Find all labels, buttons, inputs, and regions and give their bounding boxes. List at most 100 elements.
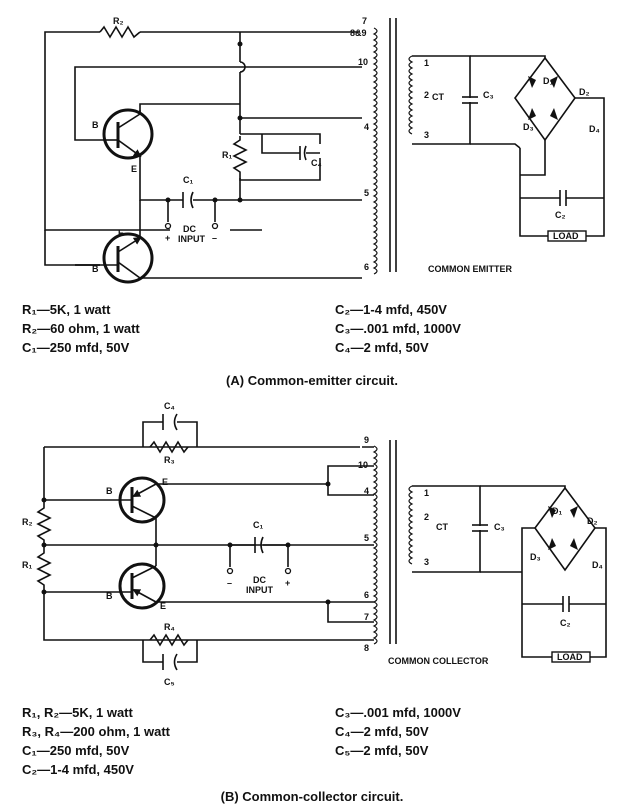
parts-list-b-right: C₃—.001 mfd, 1000V C₄—2 mfd, 50V C₅—2 mf… [335,703,461,760]
part-b-l2: C₁—250 mfd, 50V [22,743,130,758]
r4-label-b: R₄ [164,622,175,632]
d3-label-b: D₃ [530,552,541,562]
c3-capacitor-b [472,524,488,532]
parts-list-a-right: C₂—1-4 mfd, 450V C₃—.001 mfd, 1000V C₄—2… [335,300,461,357]
circuit-a: R₂ R₁ C₄ C₁ [44,16,605,284]
ct-label-b: CT [436,522,448,532]
dc-minus-b: – [227,578,232,588]
load-box-b [551,651,591,663]
part-a-r1: C₃—.001 mfd, 1000V [335,321,461,336]
r3-label-b: R₃ [164,455,175,465]
t6-label-b: 6 [364,590,369,600]
transistor-q1-b [100,476,329,545]
dc-plus-a: + [165,233,170,243]
d2-label-a: D₂ [579,87,590,97]
c4-label-b: C₄ [164,401,175,411]
s2-label-b: 2 [424,512,429,522]
s1-label-b: 1 [424,488,429,498]
part-b-l3: C₂—1-4 mfd, 450V [22,762,134,777]
t8-label-b: 8 [364,643,369,653]
c3-capacitor-a [462,96,478,104]
part-a-r2: C₄—2 mfd, 50V [335,340,429,355]
circuit-b: C₄ R₃ R₂ R₁ B E [22,401,607,687]
e1-label-b: E [162,477,168,487]
d2-label-b: D₂ [587,516,598,526]
c5-label-b: C₅ [164,677,175,687]
d4-label-b: D₄ [592,560,603,570]
transistor-q2-b [100,545,362,610]
load-label-a: LOAD [553,231,579,241]
t6-label-a: 6 [364,262,369,272]
transformer-primary-b [360,440,397,645]
t10-label-a: 10 [358,57,368,67]
t89-label-a: 8&9 [350,28,367,38]
dc-input-a-1: DC [183,224,196,234]
t4-label-b: 4 [364,486,369,496]
c1-label-b: C₁ [253,520,263,530]
d4-label-a: D₄ [589,124,600,134]
part-a-l1: R₂—60 ohm, 1 watt [22,321,140,336]
c3-label-b: C₃ [494,522,505,532]
t7-label-b: 7 [364,612,369,622]
t9-label-b: 9 [364,435,369,445]
transformer-primary-a [372,18,397,275]
b2-label-a: B [92,264,99,274]
s1-label-a: 1 [424,58,429,68]
load-box-a [547,230,587,242]
dc-input-b-2: INPUT [246,585,274,595]
r1-resistor-a [232,136,248,180]
b2-label-b: B [106,591,113,601]
part-a-r0: C₂—1-4 mfd, 450V [335,302,447,317]
e2-label-a: E [118,228,124,238]
d1-label-b: D₁ [552,506,562,516]
e1-label-a: E [131,164,137,174]
circuit-title-a: COMMON EMITTER [428,264,512,274]
parts-list-b-left: R₁, R₂—5K, 1 watt R₃, R₄—200 ohm, 1 watt… [22,703,170,779]
parts-list-a-left: R₁—5K, 1 watt R₂—60 ohm, 1 watt C₁—250 m… [22,300,140,357]
d1-label-a: D₁ [543,76,553,86]
part-b-l1: R₃, R₄—200 ohm, 1 watt [22,724,171,739]
t7-label-a: 7 [362,16,367,26]
dc-minus-a: – [212,233,217,243]
bridge-rectifier-b [480,485,607,658]
t5-label-a: 5 [364,188,369,198]
c2-capacitor-b [522,596,606,612]
load-label-b: LOAD [557,652,583,662]
t5-label-b: 5 [364,533,369,543]
r1-label-b: R₁ [22,560,32,570]
caption-b: (B) Common-collector circuit. [220,789,404,804]
part-b-l0: R₁, R₂—5K, 1 watt [22,705,133,720]
c2-label-b: C₂ [560,618,571,628]
r2-label-b: R₂ [22,517,33,527]
c1-label-a: C₁ [183,175,193,185]
s3-label-b: 3 [424,557,429,567]
s3-label-a: 3 [424,130,429,140]
dc-input-b-1: DC [253,575,266,585]
ct-label-a: CT [432,92,444,102]
part-a-l0: R₁—5K, 1 watt [22,302,111,317]
transistor-q2-a [75,200,362,284]
part-b-r2: C₅—2 mfd, 50V [335,743,429,758]
b1-label-b: B [106,486,113,496]
part-b-r0: C₃—.001 mfd, 1000V [335,705,461,720]
dc-input-a-2: INPUT [178,234,206,244]
e2-label-b: E [160,601,166,611]
c3-label-a: C₃ [483,90,494,100]
t10-label-b: 10 [358,460,368,470]
circuit-title-b: COMMON COLLECTOR [388,656,489,666]
c4-capacitor-a [261,134,320,161]
c2-capacitor-a [520,190,604,206]
c2-label-a: C₂ [555,210,566,220]
s2-label-a: 2 [424,90,429,100]
dc-plus-b: + [285,578,290,588]
part-b-r1: C₄—2 mfd, 50V [335,724,429,739]
caption-a: (A) Common-emitter circuit. [226,373,398,388]
c4-label-a: C₄ [311,158,322,168]
d3-label-a: D₃ [523,122,534,132]
transistor-q1-a [102,108,154,201]
r2-label-a: R₂ [113,16,124,26]
bridge-rectifier-a [470,55,605,237]
t4-label-a: 4 [364,122,369,132]
part-a-l2: C₁—250 mfd, 50V [22,340,130,355]
